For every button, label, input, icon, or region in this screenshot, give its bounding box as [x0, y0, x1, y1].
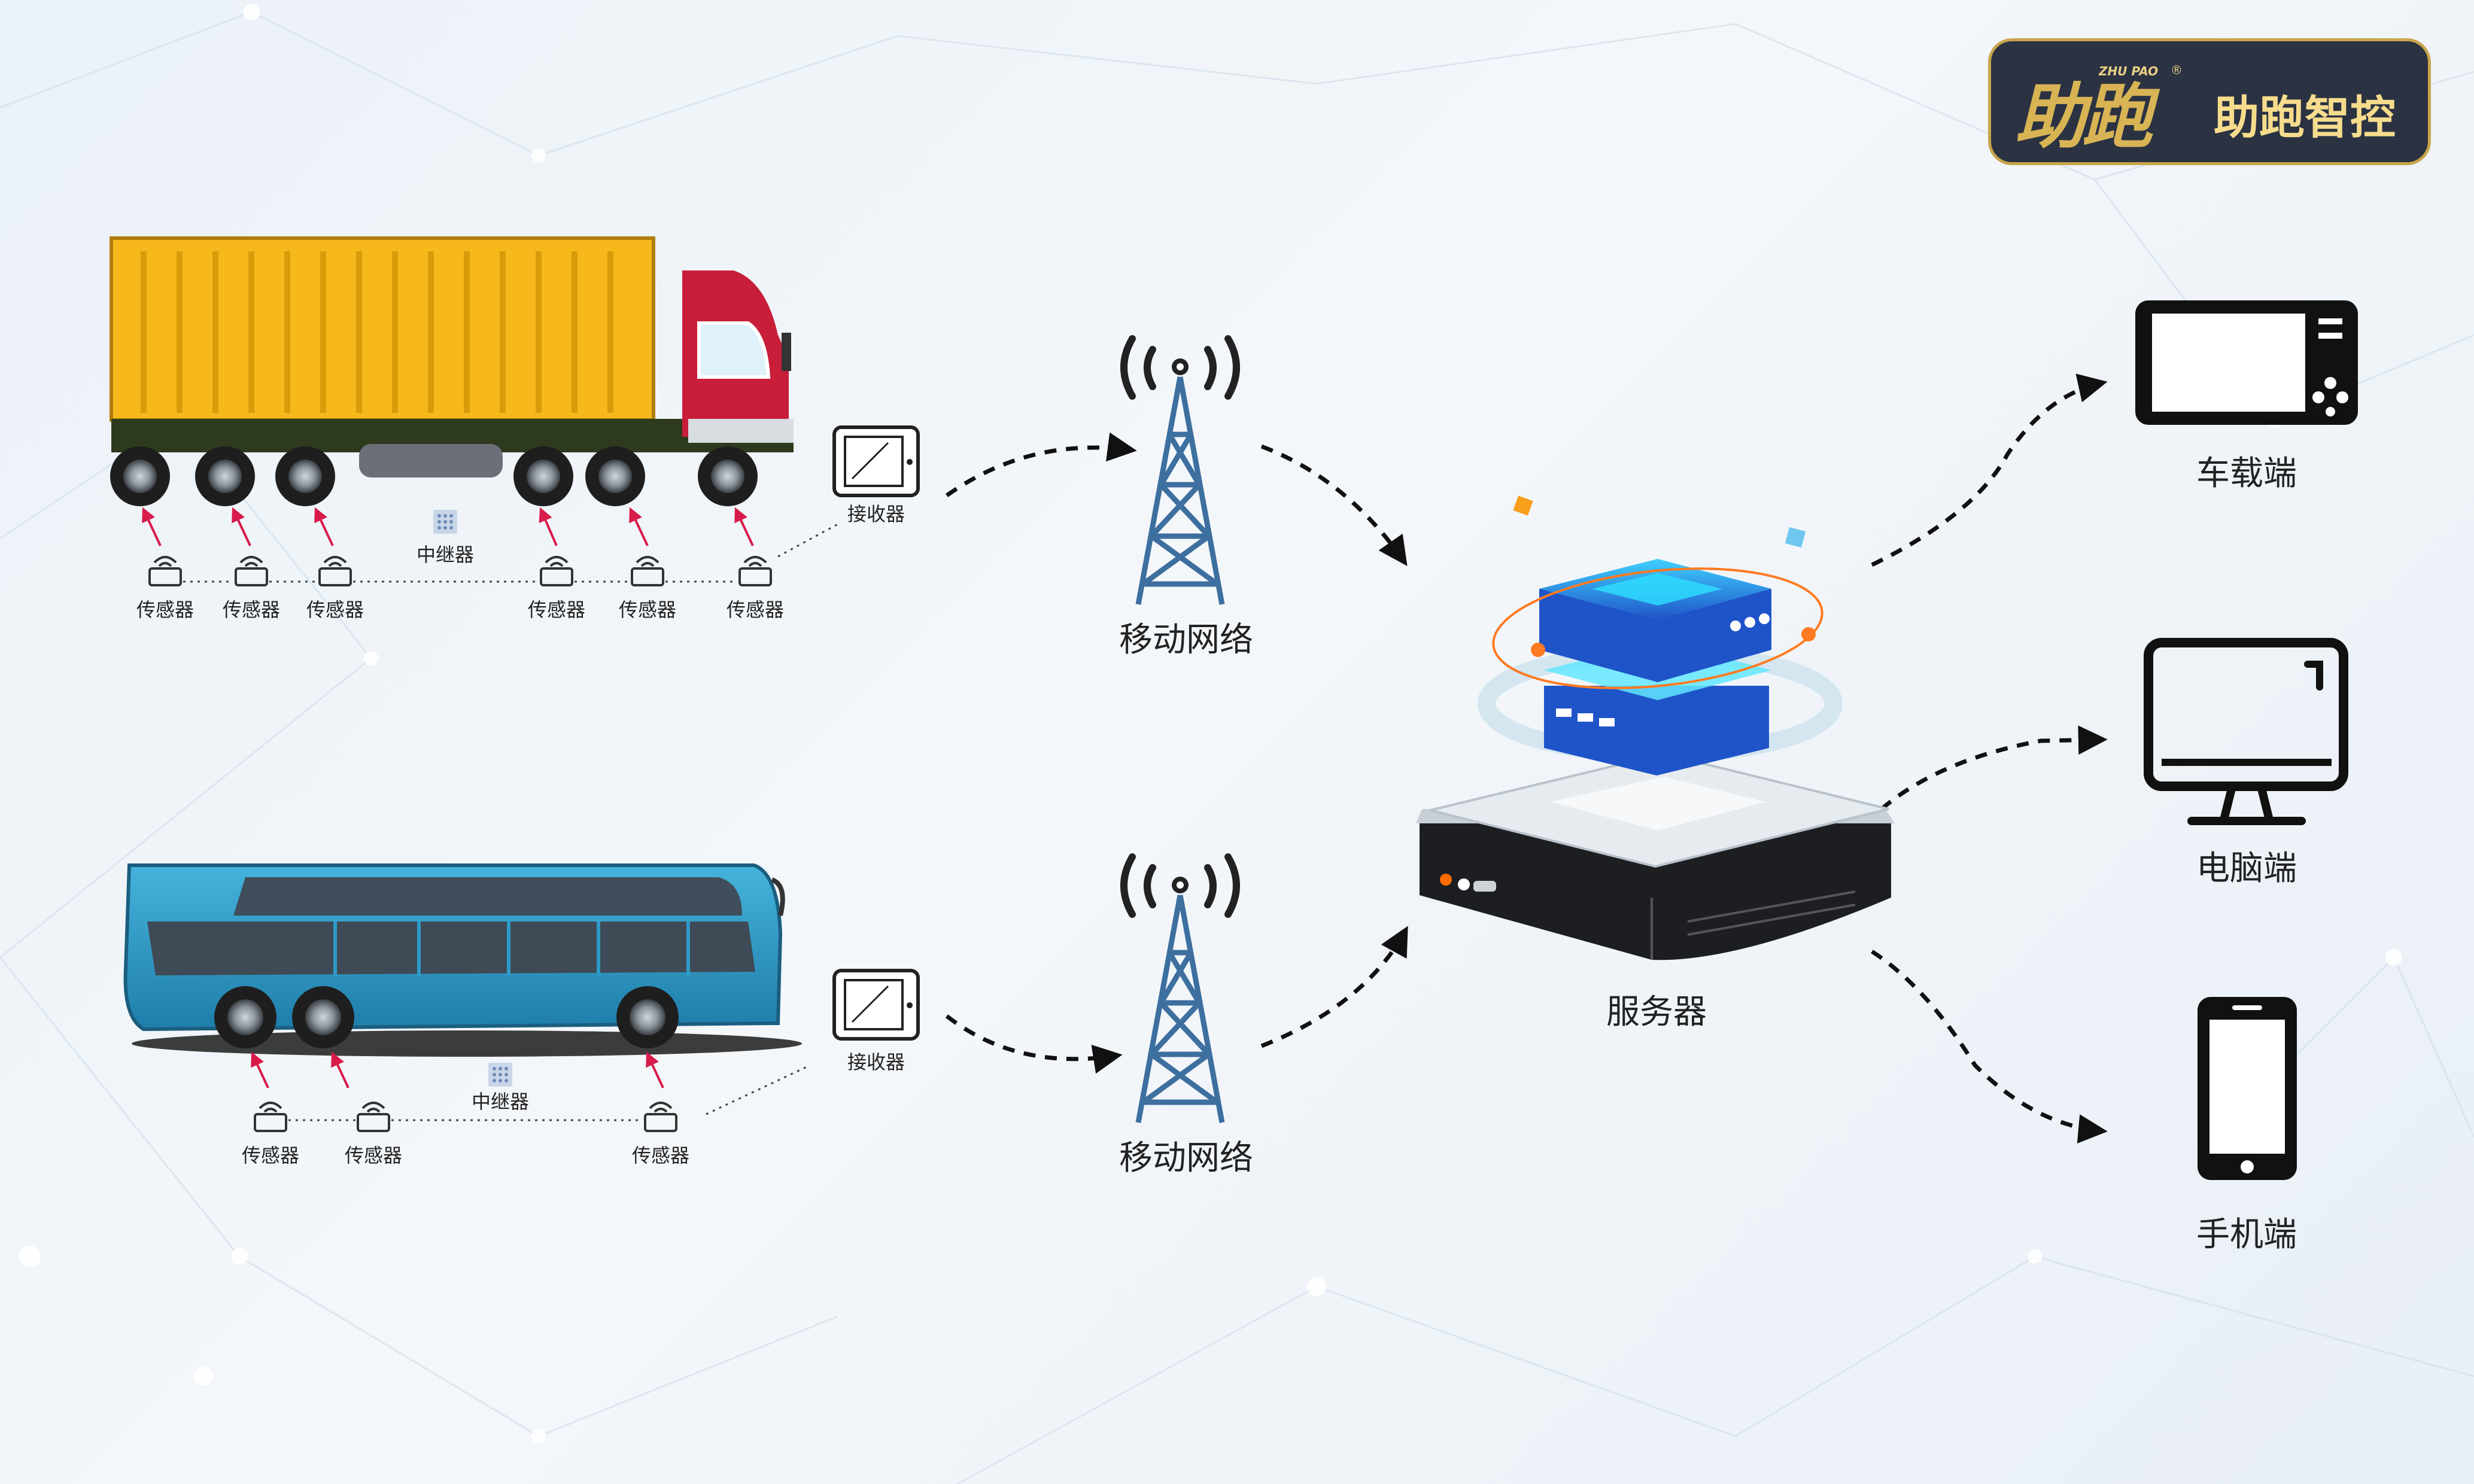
receiver-label: 接收器: [847, 503, 905, 525]
tpms-sensor-icon: [318, 556, 352, 586]
truck-bumper: [688, 419, 794, 443]
arrow-truck-receiver-to-network: [945, 432, 1137, 497]
vehicle-screen-icon: [2135, 300, 2358, 425]
background-network-mesh: [0, 11, 2474, 1484]
sensor-label: 传感器: [619, 598, 676, 621]
sensor-label: 传感器: [528, 598, 585, 621]
truck-sensor-row: 传感器 传感器 传感器 传感器 传感器 传感器: [136, 425, 920, 621]
bus-sensor-row: 传感器 传感器 传感器 中继器 接收器: [242, 969, 920, 1167]
receiver-label: 接收器: [847, 1051, 905, 1074]
truck-illustration: [110, 236, 794, 506]
network-label: 移动网络: [1119, 621, 1253, 659]
bus-roof-window: [233, 877, 742, 916]
sensor-label: 传感器: [306, 598, 364, 621]
sensor-label: 传感器: [632, 1144, 689, 1167]
phone-terminal-label: 手机端: [2196, 1215, 2297, 1254]
truck-sensor-links: [183, 523, 838, 583]
truck-container-ribs: [141, 251, 613, 413]
background-mesh-nodes: [19, 4, 2402, 1443]
truck-mirror: [782, 333, 791, 371]
sensor-label: 传感器: [223, 598, 280, 621]
brand-mark: 助跑: [2015, 75, 2153, 158]
arrow-server-to-vehicle-terminal: [1871, 373, 2108, 567]
tpms-sensor-icon: [738, 556, 772, 586]
flow-arrows: [945, 373, 2108, 1144]
relay-label: 中继器: [472, 1090, 529, 1113]
cell-tower-icon: [1120, 335, 1240, 605]
server-label: 服务器: [1606, 993, 1707, 1032]
truck-fuel-tank: [359, 444, 503, 478]
smartphone-icon: [2198, 997, 2297, 1180]
bus-sensor-arrows: [251, 1051, 664, 1088]
truck-wheels: [110, 446, 758, 506]
tpms-sensor-icon: [644, 1102, 677, 1132]
bus-wheels: [214, 986, 679, 1048]
pc-terminal-label: 电脑端: [2196, 849, 2297, 888]
truck-sensor-arrows: [142, 507, 754, 546]
brand-logo: 助跑 ZHU PAO ® 助跑智控: [1988, 38, 2431, 165]
relay-icon: [488, 1063, 512, 1087]
tpms-sensor-icon: [254, 1102, 287, 1132]
bus-window-dividers: [333, 922, 690, 975]
server-base-body: [1420, 823, 1891, 960]
tpms-sensor-icon: [235, 556, 268, 586]
arrow-server-to-pc-terminal: [1880, 725, 2108, 811]
monitor-icon: [2144, 638, 2348, 825]
relay-icon: [433, 510, 457, 534]
tpms-sensor-icon: [148, 556, 182, 586]
server-orbit-ring: [1492, 567, 1823, 689]
relay-label: 中继器: [417, 543, 474, 566]
network-label: 移动网络: [1119, 1139, 1253, 1178]
receiver-tablet-icon: [832, 425, 920, 497]
brand-mark-sub: ZHU PAO: [2099, 64, 2159, 78]
bus-sensor-links: [288, 1065, 809, 1121]
arrow-bus-receiver-to-network: [945, 1014, 1123, 1074]
sensor-label: 传感器: [242, 1144, 299, 1167]
arrow-server-to-phone-terminal: [1871, 950, 2108, 1144]
receiver-tablet-icon: [832, 969, 920, 1041]
tpms-sensor-icon: [540, 556, 573, 586]
server-lower-block: [1544, 686, 1769, 776]
bus-mirror: [771, 877, 785, 916]
truck-container: [110, 236, 655, 422]
bus-illustration: [123, 863, 802, 1057]
server-upper-block: [1539, 589, 1771, 682]
arrow-network-to-server-bottom: [1260, 926, 1408, 1048]
tpms-sensor-icon: [357, 1102, 390, 1132]
brand-name: 助跑智控: [2214, 91, 2396, 144]
truck-windshield: [697, 321, 771, 379]
vehicle-terminal-label: 车载端: [2196, 454, 2297, 493]
brand-registered: ®: [2171, 63, 2183, 77]
server-icon: [1416, 495, 1895, 960]
bus-side-windows: [147, 922, 755, 975]
cell-tower-icon: [1120, 853, 1240, 1123]
sensor-label: 传感器: [727, 598, 784, 621]
arrow-network-to-server-top: [1260, 444, 1408, 567]
tpms-sensor-icon: [631, 556, 664, 586]
sensor-label: 传感器: [136, 598, 194, 621]
sensor-label: 传感器: [345, 1144, 402, 1167]
